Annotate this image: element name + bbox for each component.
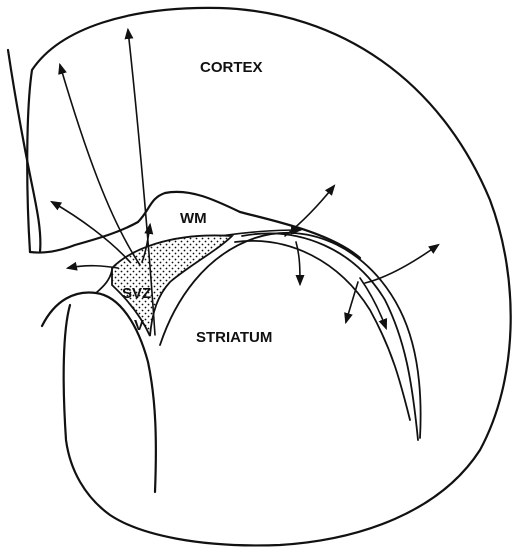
label-wm: WM [180, 210, 207, 227]
arrow-along-wm [360, 278, 386, 328]
label-svz: SVZ [122, 285, 151, 302]
arrow-medial-left [68, 266, 118, 268]
label-cortex: CORTEX [200, 59, 263, 76]
label-striatum: STRIATUM [196, 329, 272, 346]
arrow-to-cortex-lateral [285, 186, 334, 236]
ventricle-inner-line [96, 270, 112, 293]
outer-contour [27, 8, 510, 546]
label-v: V [134, 317, 144, 334]
left-boundary-line [8, 50, 40, 252]
arrow-into-striatum-2 [346, 282, 358, 322]
arrow-to-cortex-far-lateral [365, 245, 438, 283]
